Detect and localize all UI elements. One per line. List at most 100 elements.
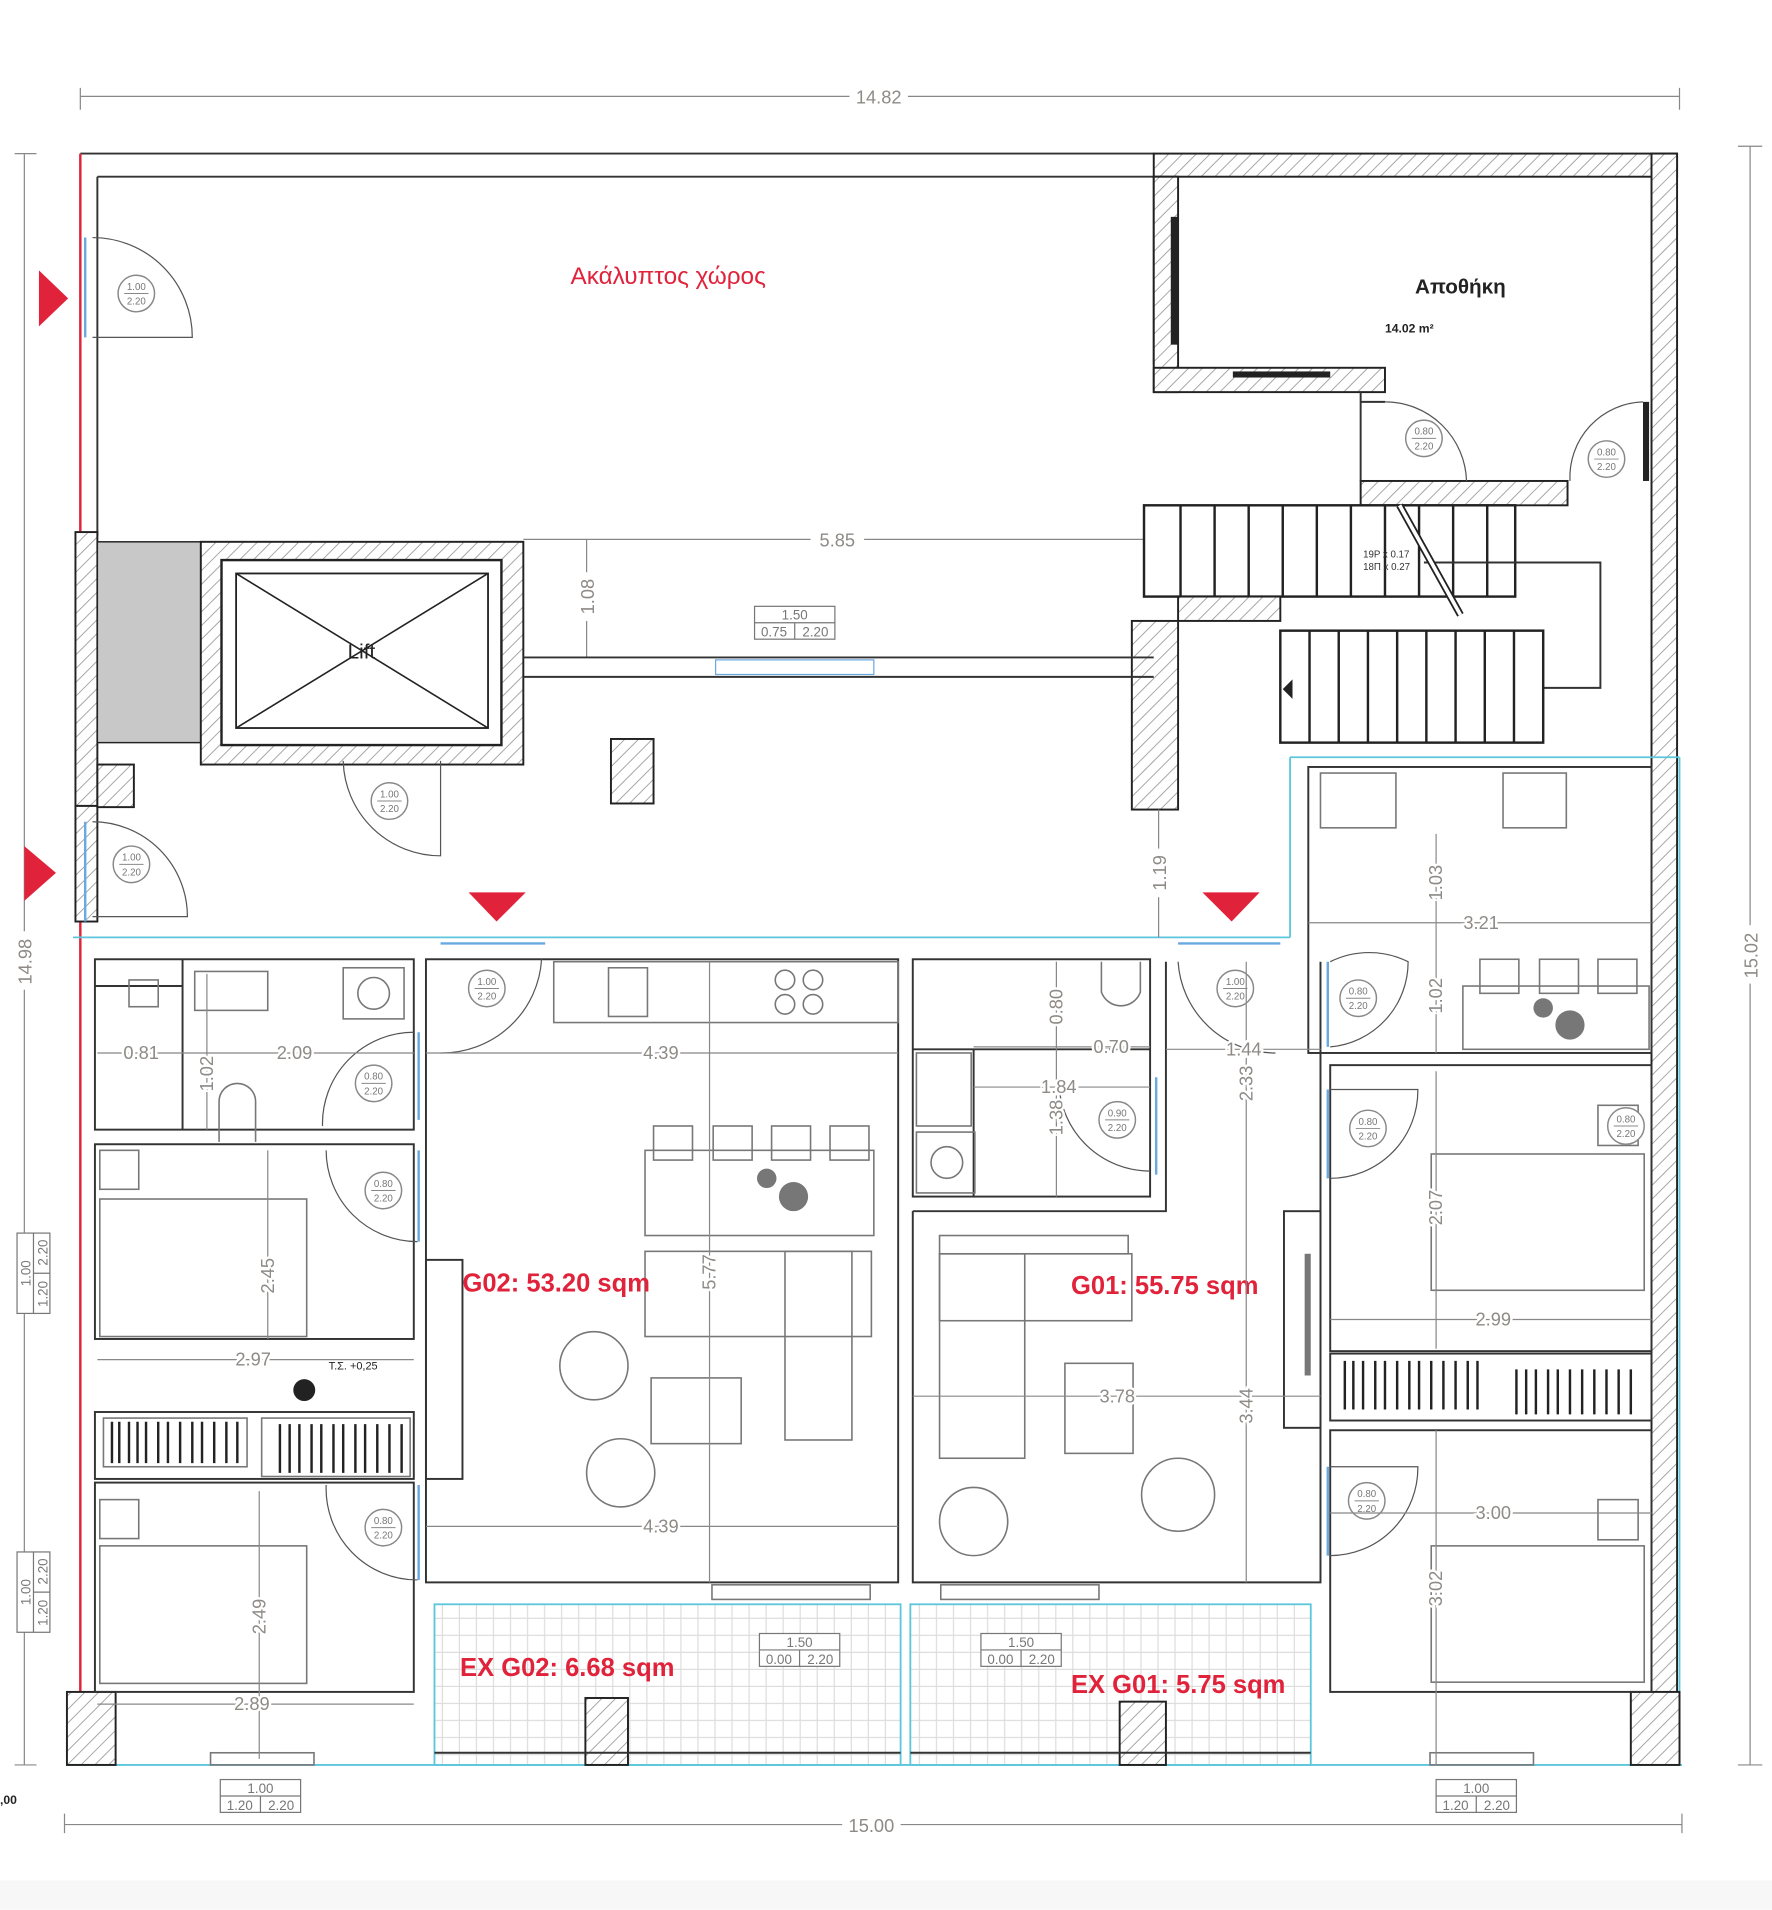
dim-living-g02-bottom: 4.39 <box>643 1515 679 1536</box>
dim-bath-g02-a: 0.81 <box>123 1042 159 1063</box>
dim-bed1-g01-w: 2.99 <box>1476 1309 1512 1330</box>
svg-text:0.80: 0.80 <box>1597 447 1617 458</box>
outer-walls <box>65 152 1682 1766</box>
storage-label: Αποθήκη <box>1415 276 1506 299</box>
svg-text:2.20: 2.20 <box>1616 1129 1636 1140</box>
dim-bed1-g02-w: 2.97 <box>235 1349 271 1370</box>
svg-text:1.00: 1.00 <box>1226 977 1246 988</box>
lift-core: Lift <box>96 540 1180 857</box>
door-tag: 1.002.20 <box>117 274 156 313</box>
door-tag: 0.802.20 <box>1339 979 1378 1018</box>
svg-text:0.80: 0.80 <box>1358 1117 1378 1128</box>
svg-text:2.20: 2.20 <box>802 625 828 640</box>
door-tag: 0.802.20 <box>1587 440 1626 479</box>
door-tag: 1.002.20 <box>467 969 506 1008</box>
dim-bath-g02-c: 2.09 <box>277 1042 313 1063</box>
dim-bed2-g02-w: 2.89 <box>234 1693 270 1714</box>
door-tag: 0.80 2.20 <box>1404 419 1443 458</box>
dim-kitchen-g01-a: 1.03 <box>1425 865 1446 901</box>
svg-text:1.50: 1.50 <box>787 1635 813 1650</box>
svg-text:2.20: 2.20 <box>35 1240 50 1266</box>
svg-text:0.00: 0.00 <box>766 1652 792 1667</box>
svg-text:1.20: 1.20 <box>227 1798 253 1813</box>
dim-bath-g01-a: 0.80 <box>1045 989 1066 1025</box>
dim-right-overall: 15.02 <box>1740 933 1761 979</box>
door-tag: 0.80 2.20 <box>1348 1109 1387 1148</box>
entrance-markers <box>24 270 1260 922</box>
dim-kitchen-g01-b: 1.02 <box>1425 978 1446 1014</box>
unit-g02: Τ.Σ. +0,25 <box>93 942 900 1693</box>
dim-bath-g01-b: 0.70 <box>1093 1036 1129 1057</box>
lift-label: Lift <box>348 641 376 664</box>
window-tag-balcony-g02: 1.50 0.00 2.20 <box>758 1632 841 1667</box>
svg-text:2.20: 2.20 <box>35 1558 50 1584</box>
svg-text:2.20: 2.20 <box>268 1798 294 1813</box>
dim-bed2-g01-w: 3.00 <box>1476 1502 1512 1523</box>
window-tag-left-upper: 1.001.20 2.20 <box>16 1232 51 1315</box>
dim-living-g02-depth: 5.77 <box>699 1254 720 1290</box>
svg-text:2.20: 2.20 <box>1414 441 1434 452</box>
dim-corridor-gap: 1.19 <box>1149 855 1170 891</box>
svg-text:1.00: 1.00 <box>18 1579 33 1605</box>
svg-text:0.80: 0.80 <box>1357 1489 1377 1500</box>
balcony-g02-label: EX G02: 6.68 sqm <box>460 1654 674 1682</box>
dim-living-g01-d: 3.44 <box>1235 1388 1256 1424</box>
staircase: 19Ρ x 0.17 18Π x 0.27 <box>1142 503 1602 744</box>
svg-text:1.00: 1.00 <box>380 789 400 800</box>
svg-text:2.20: 2.20 <box>1226 991 1246 1002</box>
door-tag: 1.00 2.20 <box>1216 969 1255 1008</box>
dim-corridor-depth: 1.08 <box>577 579 598 615</box>
svg-text:1.00: 1.00 <box>127 282 147 293</box>
door-tag: 0.80 2.20 <box>1347 1481 1386 1520</box>
level-marker: ,00 <box>0 1793 17 1807</box>
svg-text:1.00: 1.00 <box>1463 1781 1489 1796</box>
svg-text:1.50: 1.50 <box>1008 1635 1034 1650</box>
svg-text:0.90: 0.90 <box>1108 1108 1128 1119</box>
svg-text:2.20: 2.20 <box>1108 1123 1128 1134</box>
svg-text:2.20: 2.20 <box>807 1652 833 1667</box>
door-tag: 0.802.20 <box>1606 1107 1645 1145</box>
floor-level-label: Τ.Σ. +0,25 <box>329 1360 378 1372</box>
dim-bath-g01-d: 1.38 <box>1045 1100 1066 1136</box>
svg-text:2.20: 2.20 <box>477 991 497 1002</box>
svg-text:2.20: 2.20 <box>380 804 400 815</box>
door-tag: 1.002.20 <box>112 845 151 884</box>
dim-hall-g01-w: 1.44 <box>1226 1038 1262 1059</box>
entrance-arrow-icon <box>24 846 56 901</box>
svg-text:0.80: 0.80 <box>1414 427 1434 438</box>
dim-bath-g02-b: 1.02 <box>196 1056 217 1092</box>
dim-top-overall: 14.82 <box>856 87 902 108</box>
unit-g01 <box>209 765 1653 1766</box>
svg-text:0.80: 0.80 <box>364 1072 384 1083</box>
window-tag-left-lower: 1.001.202.20 <box>16 1551 51 1633</box>
stair-risers: 19Ρ x 0.17 <box>1363 550 1409 561</box>
svg-text:1.50: 1.50 <box>782 608 808 623</box>
svg-text:2.20: 2.20 <box>364 1086 384 1097</box>
svg-text:2.20: 2.20 <box>1484 1798 1510 1813</box>
page-footer-strip <box>0 1880 1772 1910</box>
dim-bath-g01-c: 1.84 <box>1041 1076 1077 1097</box>
svg-text:1.00: 1.00 <box>18 1260 33 1286</box>
svg-text:0.80: 0.80 <box>374 1516 394 1527</box>
svg-text:2.20: 2.20 <box>1029 1652 1055 1667</box>
corridor: 5.85 1.08 1.19 <box>523 528 1170 938</box>
storage-room: Αποθήκη 14.02 m² <box>1170 216 1650 481</box>
courtyard-doors <box>83 236 193 922</box>
svg-text:2.20: 2.20 <box>1357 1504 1377 1515</box>
svg-text:1.20: 1.20 <box>35 1281 50 1307</box>
entrance-arrow-icon <box>38 270 69 327</box>
svg-text:0.80: 0.80 <box>374 1179 394 1190</box>
dim-bed2-g01-d: 3.02 <box>1425 1571 1446 1607</box>
svg-text:2.20: 2.20 <box>1358 1131 1378 1142</box>
area-labels: G02: 53.20 sqm G01: 55.75 sqm EX G02: 6.… <box>460 1270 1285 1700</box>
dim-living-g01-w: 3.78 <box>1099 1385 1135 1406</box>
balconies <box>433 1603 1312 1766</box>
stair-treads: 18Π x 0.27 <box>1363 562 1410 573</box>
svg-text:0.80: 0.80 <box>1349 987 1369 998</box>
door-tags: 1.00 2.20 1.00 2.20 1.00 2.20 0.80 2.20 0.80 2.20… <box>112 274 1645 1547</box>
dim-hall-g01-d: 2.33 <box>1235 1066 1256 1102</box>
